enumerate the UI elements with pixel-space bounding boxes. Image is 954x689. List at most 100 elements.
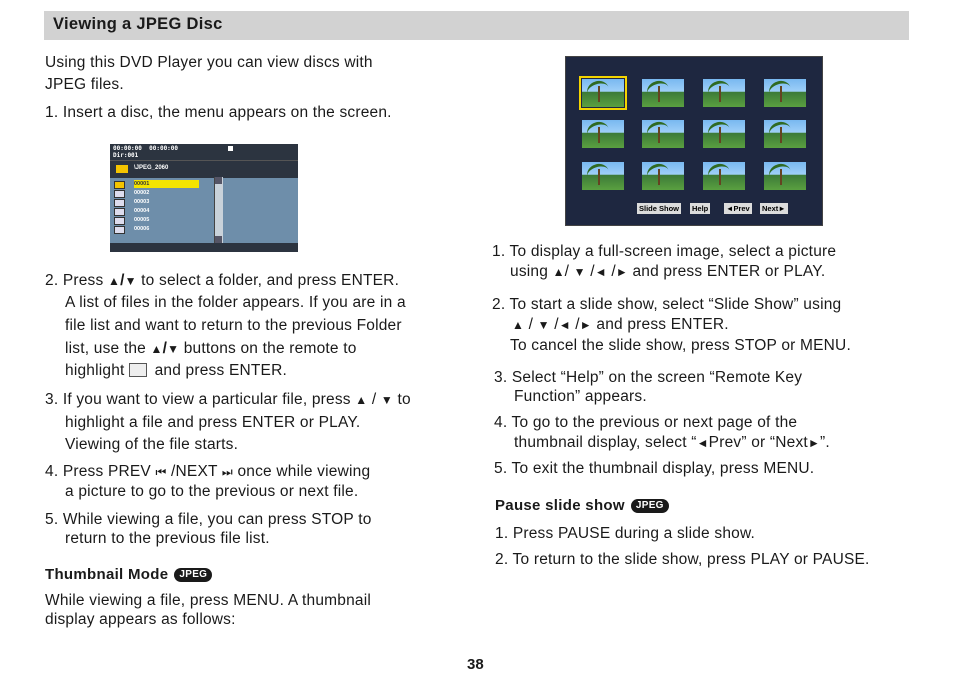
thumbnail-image[interactable] (764, 79, 806, 107)
folder-path: \JPEG_2060 (134, 165, 169, 171)
step-4-pre: 4. Press PREV (45, 463, 151, 480)
thumbnail-image[interactable] (642, 162, 684, 190)
file-icon (114, 217, 125, 225)
time-readout: 00:00:00 00:00:00 (113, 145, 179, 152)
step-3-line-1: 3. If you want to view a particular file… (45, 391, 411, 408)
step-4-post: once while viewing (237, 463, 371, 480)
pause-title: Pause slide show (495, 497, 625, 514)
step-3-post: to (397, 391, 411, 408)
file-list: 00001 00002 00003 00004 00005 00006 (114, 180, 214, 234)
thumbnail-text-1: While viewing a file, press MENU. A thum… (45, 592, 372, 609)
r4-prev: Prev” or “Next (708, 434, 808, 451)
file-browser-status-bar: 00:00:00 00:00:00 Dir:001 (110, 144, 298, 160)
right-arrow-icon: ► (615, 265, 628, 279)
step-3-line-3: Viewing of the file starts. (65, 436, 239, 453)
r4-pre: thumbnail display, select “ (514, 434, 697, 451)
file-name: 00005 (134, 217, 150, 223)
file-icon (114, 190, 125, 198)
down-arrow-icon: ▼ (380, 393, 393, 407)
up-arrow-icon: ▲ (150, 342, 163, 356)
down-arrow-icon: ▼ (124, 274, 137, 288)
file-name: 00002 (134, 190, 150, 196)
scroll-up-icon[interactable] (215, 177, 222, 184)
jpeg-badge: JPEG (174, 568, 213, 582)
down-arrow-icon: ▼ (167, 342, 180, 356)
file-browser-path-bar: \JPEG_2060 (110, 160, 298, 178)
file-icon (114, 208, 125, 216)
r2-post: and press ENTER. (596, 316, 729, 333)
step-2-line-1: 2. Press ▲/▼ to select a folder, and pre… (45, 272, 400, 289)
step-5-line-2: return to the previous file list. (65, 530, 270, 547)
right-4-line-1: 4. To go to the previous or next page of… (494, 414, 798, 431)
up-arrow-icon: ▲ (355, 393, 368, 407)
thumbnail-image[interactable] (579, 76, 627, 110)
thumbnail-image[interactable] (582, 162, 624, 190)
help-button[interactable]: Help (690, 203, 711, 214)
file-icon (114, 226, 125, 234)
step-2-post: to select a folder, and press ENTER. (141, 272, 400, 289)
step-2-l4-pre: list, use the (65, 340, 147, 357)
intro-line-1: Using this DVD Player you can view discs… (45, 54, 373, 71)
thumbnail-image[interactable] (642, 79, 684, 107)
down-arrow-icon: ▼ (537, 318, 550, 332)
step-2-line-5: highlight and press ENTER. (65, 360, 287, 383)
pause-1: 1. Press PAUSE during a slide show. (495, 525, 756, 542)
thumbnail-image[interactable] (764, 162, 806, 190)
list-item[interactable]: 00006 (114, 225, 214, 234)
step-2-l5-pre: highlight (65, 362, 125, 379)
thumbnail-image[interactable] (703, 79, 745, 107)
thumbnail-image[interactable] (642, 120, 684, 148)
right-3-line-1: 3. Select “Help” on the screen “Remote K… (494, 369, 803, 386)
folder-icon (114, 181, 125, 189)
file-name: 00001 (134, 180, 200, 188)
prev-button[interactable]: ◄Prev (724, 203, 752, 214)
list-item[interactable]: 00005 (114, 216, 214, 225)
right-arrow-icon: ► (579, 318, 592, 332)
next-button[interactable]: Next► (760, 203, 788, 214)
step-4-line-2: a picture to go to the previous or next … (65, 483, 359, 500)
thumbnail-screenshot: Slide Show Help ◄Prev Next► (565, 56, 823, 226)
slide-show-button[interactable]: Slide Show (637, 203, 682, 214)
list-item[interactable]: 00003 (114, 198, 214, 207)
right-1-line-2: using ▲/ ▼ /◄ /► and press ENTER or PLAY… (510, 263, 826, 280)
header-bar: Viewing a JPEG Disc (44, 11, 909, 40)
scrollbar[interactable] (214, 177, 223, 243)
thumbnail-image[interactable] (764, 120, 806, 148)
folder-icon (116, 165, 128, 173)
next-label: Next (762, 204, 779, 213)
thumbnail-image[interactable] (582, 120, 624, 148)
jpeg-badge: JPEG (630, 499, 669, 513)
step-2-pre: 2. Press (45, 272, 104, 289)
pause-heading: Pause slide show JPEG (495, 497, 669, 514)
file-name: 00006 (134, 226, 150, 232)
step-3-pre: 3. If you want to view a particular file… (45, 391, 351, 408)
up-arrow-icon: ▲ (512, 318, 525, 332)
scroll-down-icon[interactable] (215, 236, 222, 243)
left-triangle-icon: ◄ (696, 436, 709, 450)
r1-pre: using (510, 263, 549, 280)
step-2-line-2: A list of files in the folder appears. I… (65, 294, 406, 311)
right-triangle-icon: ► (778, 204, 786, 213)
r4-post: ”. (820, 434, 830, 451)
prev-track-icon: ⏮ (155, 465, 167, 479)
prev-label: Prev (733, 204, 750, 213)
step-2-l4-post: buttons on the remote to (183, 340, 357, 357)
right-triangle-icon: ► (807, 436, 821, 450)
step-4-mid: /NEXT (171, 463, 218, 480)
list-item[interactable]: 00002 (114, 189, 214, 198)
list-item[interactable]: 00001 (114, 180, 214, 189)
right-4-line-2: thumbnail display, select “◄Prev” or “Ne… (514, 432, 830, 454)
thumbnail-image[interactable] (703, 162, 745, 190)
thumbnail-image[interactable] (703, 120, 745, 148)
list-item[interactable]: 00004 (114, 207, 214, 216)
file-name: 00004 (134, 208, 150, 214)
right-3-line-2: Function” appears. (514, 388, 647, 405)
file-icon (114, 199, 125, 207)
intro-line-2: JPEG files. (45, 76, 124, 93)
down-arrow-icon: ▼ (573, 265, 586, 279)
step-2-l5-post: and press ENTER. (154, 362, 287, 379)
right-2-line-2: ▲ / ▼ /◄ /► and press ENTER. (512, 316, 729, 333)
stop-icon (228, 146, 233, 151)
file-browser-screenshot: 00:00:00 00:00:00 Dir:001 \JPEG_2060 000… (110, 144, 298, 252)
page-number: 38 (467, 656, 484, 673)
